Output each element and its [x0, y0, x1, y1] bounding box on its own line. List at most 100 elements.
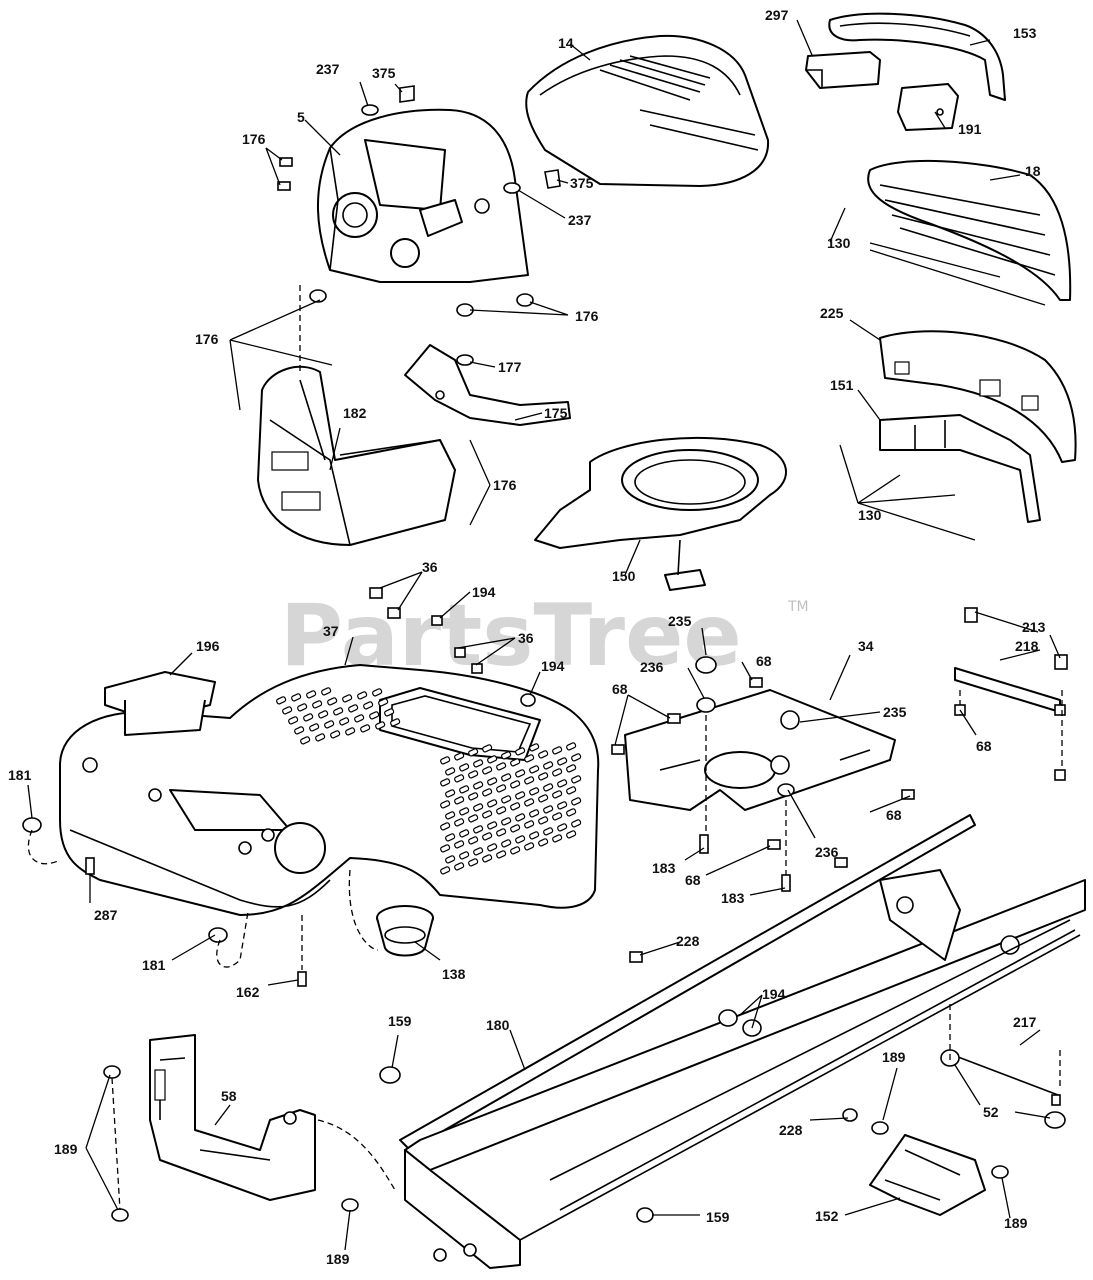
vent-slot — [487, 843, 498, 852]
vent-slot — [468, 858, 479, 867]
callout-297: 297 — [765, 7, 789, 23]
vent-slot — [459, 851, 470, 860]
fender-vents — [276, 687, 582, 875]
part-dash-panel — [317, 108, 529, 283]
part-cupholder-cover — [104, 671, 216, 736]
vent-slot — [496, 850, 507, 859]
vent-slot — [282, 706, 293, 715]
callout-153: 153 — [1013, 25, 1037, 41]
callout-228: 228 — [676, 933, 700, 949]
part-front-bumper — [879, 330, 1077, 463]
vent-slot — [524, 820, 535, 829]
callout-181: 181 — [8, 767, 32, 783]
hardware-237-mid — [503, 182, 521, 194]
vent-slot — [524, 754, 535, 763]
vent-slot — [487, 799, 498, 808]
callout-194: 194 — [762, 986, 786, 1002]
vent-slot — [378, 698, 389, 707]
vent-slot — [375, 721, 386, 730]
callout-58: 58 — [221, 1088, 237, 1104]
vent-slot — [529, 765, 540, 774]
callout-37: 37 — [323, 623, 339, 639]
vent-slot — [354, 714, 365, 723]
vent-slot — [300, 736, 311, 745]
vent-slot — [566, 742, 577, 751]
vent-slot — [552, 812, 563, 821]
vent-slot — [552, 790, 563, 799]
vent-slot — [543, 805, 554, 814]
vent-slot — [294, 726, 305, 735]
vent-slot — [306, 690, 317, 699]
vent-slot — [529, 809, 540, 818]
vent-slot — [291, 693, 302, 702]
callout-176: 176 — [493, 477, 517, 493]
vent-slot — [440, 756, 451, 765]
vent-slot — [482, 854, 493, 863]
vent-slot — [543, 783, 554, 792]
callout-68: 68 — [976, 738, 992, 754]
vent-slot — [339, 717, 350, 726]
callout-130: 130 — [827, 235, 851, 251]
callout-189: 189 — [1004, 1215, 1028, 1231]
vent-slot — [459, 807, 470, 816]
part-dash-bracket — [404, 344, 571, 426]
callout-68: 68 — [612, 681, 628, 697]
vent-slot — [345, 727, 356, 736]
vent-slot — [333, 707, 344, 716]
callout-236: 236 — [640, 659, 664, 675]
vent-slot — [342, 694, 353, 703]
callout-235: 235 — [668, 613, 692, 629]
vent-slot — [524, 842, 535, 851]
vent-slot — [454, 796, 465, 805]
vent-slot — [327, 697, 338, 706]
vent-slot — [501, 751, 512, 760]
callout-130: 130 — [858, 507, 882, 523]
vent-slot — [501, 795, 512, 804]
vent-slot — [482, 744, 493, 753]
hardware-237-top — [361, 104, 379, 116]
callout-217: 217 — [1013, 1014, 1037, 1030]
vent-slot — [321, 687, 332, 696]
vent-slot — [276, 696, 287, 705]
callout-194: 194 — [541, 658, 565, 674]
callout-176: 176 — [575, 308, 599, 324]
callout-235: 235 — [883, 704, 907, 720]
callout-189: 189 — [54, 1141, 78, 1157]
callout-176: 176 — [195, 331, 219, 347]
vent-slot — [330, 730, 341, 739]
vent-slot — [538, 772, 549, 781]
part-lower-dash — [257, 365, 456, 546]
vent-slot — [315, 733, 326, 742]
vent-slot — [357, 691, 368, 700]
vent-slot — [487, 755, 498, 764]
vent-slot — [538, 816, 549, 825]
vent-slot — [515, 769, 526, 778]
hardware-375-top — [399, 85, 415, 103]
vent-slot — [312, 700, 323, 709]
vent-slot — [468, 748, 479, 757]
callout-150: 150 — [612, 568, 636, 584]
vent-slot — [566, 808, 577, 817]
vent-slot — [440, 844, 451, 853]
vent-slot — [510, 824, 521, 833]
vent-slot — [454, 818, 465, 827]
vent-slot — [473, 847, 484, 856]
vent-slot — [487, 777, 498, 786]
vent-slot — [459, 785, 470, 794]
part-grommet — [376, 905, 434, 957]
vent-slot — [459, 763, 470, 772]
callout-159: 159 — [388, 1013, 412, 1029]
callout-196: 196 — [196, 638, 220, 654]
vent-slot — [501, 773, 512, 782]
callout-182: 182 — [343, 405, 367, 421]
vent-slot — [309, 723, 320, 732]
callout-189: 189 — [882, 1049, 906, 1065]
vent-slot — [473, 759, 484, 768]
vent-slot — [384, 708, 395, 717]
vent-slot — [468, 836, 479, 845]
vent-slot — [445, 855, 456, 864]
vent-slot — [440, 778, 451, 787]
vent-slot — [324, 720, 335, 729]
vent-slot — [510, 758, 521, 767]
part-pedal-bracket — [149, 1034, 316, 1201]
